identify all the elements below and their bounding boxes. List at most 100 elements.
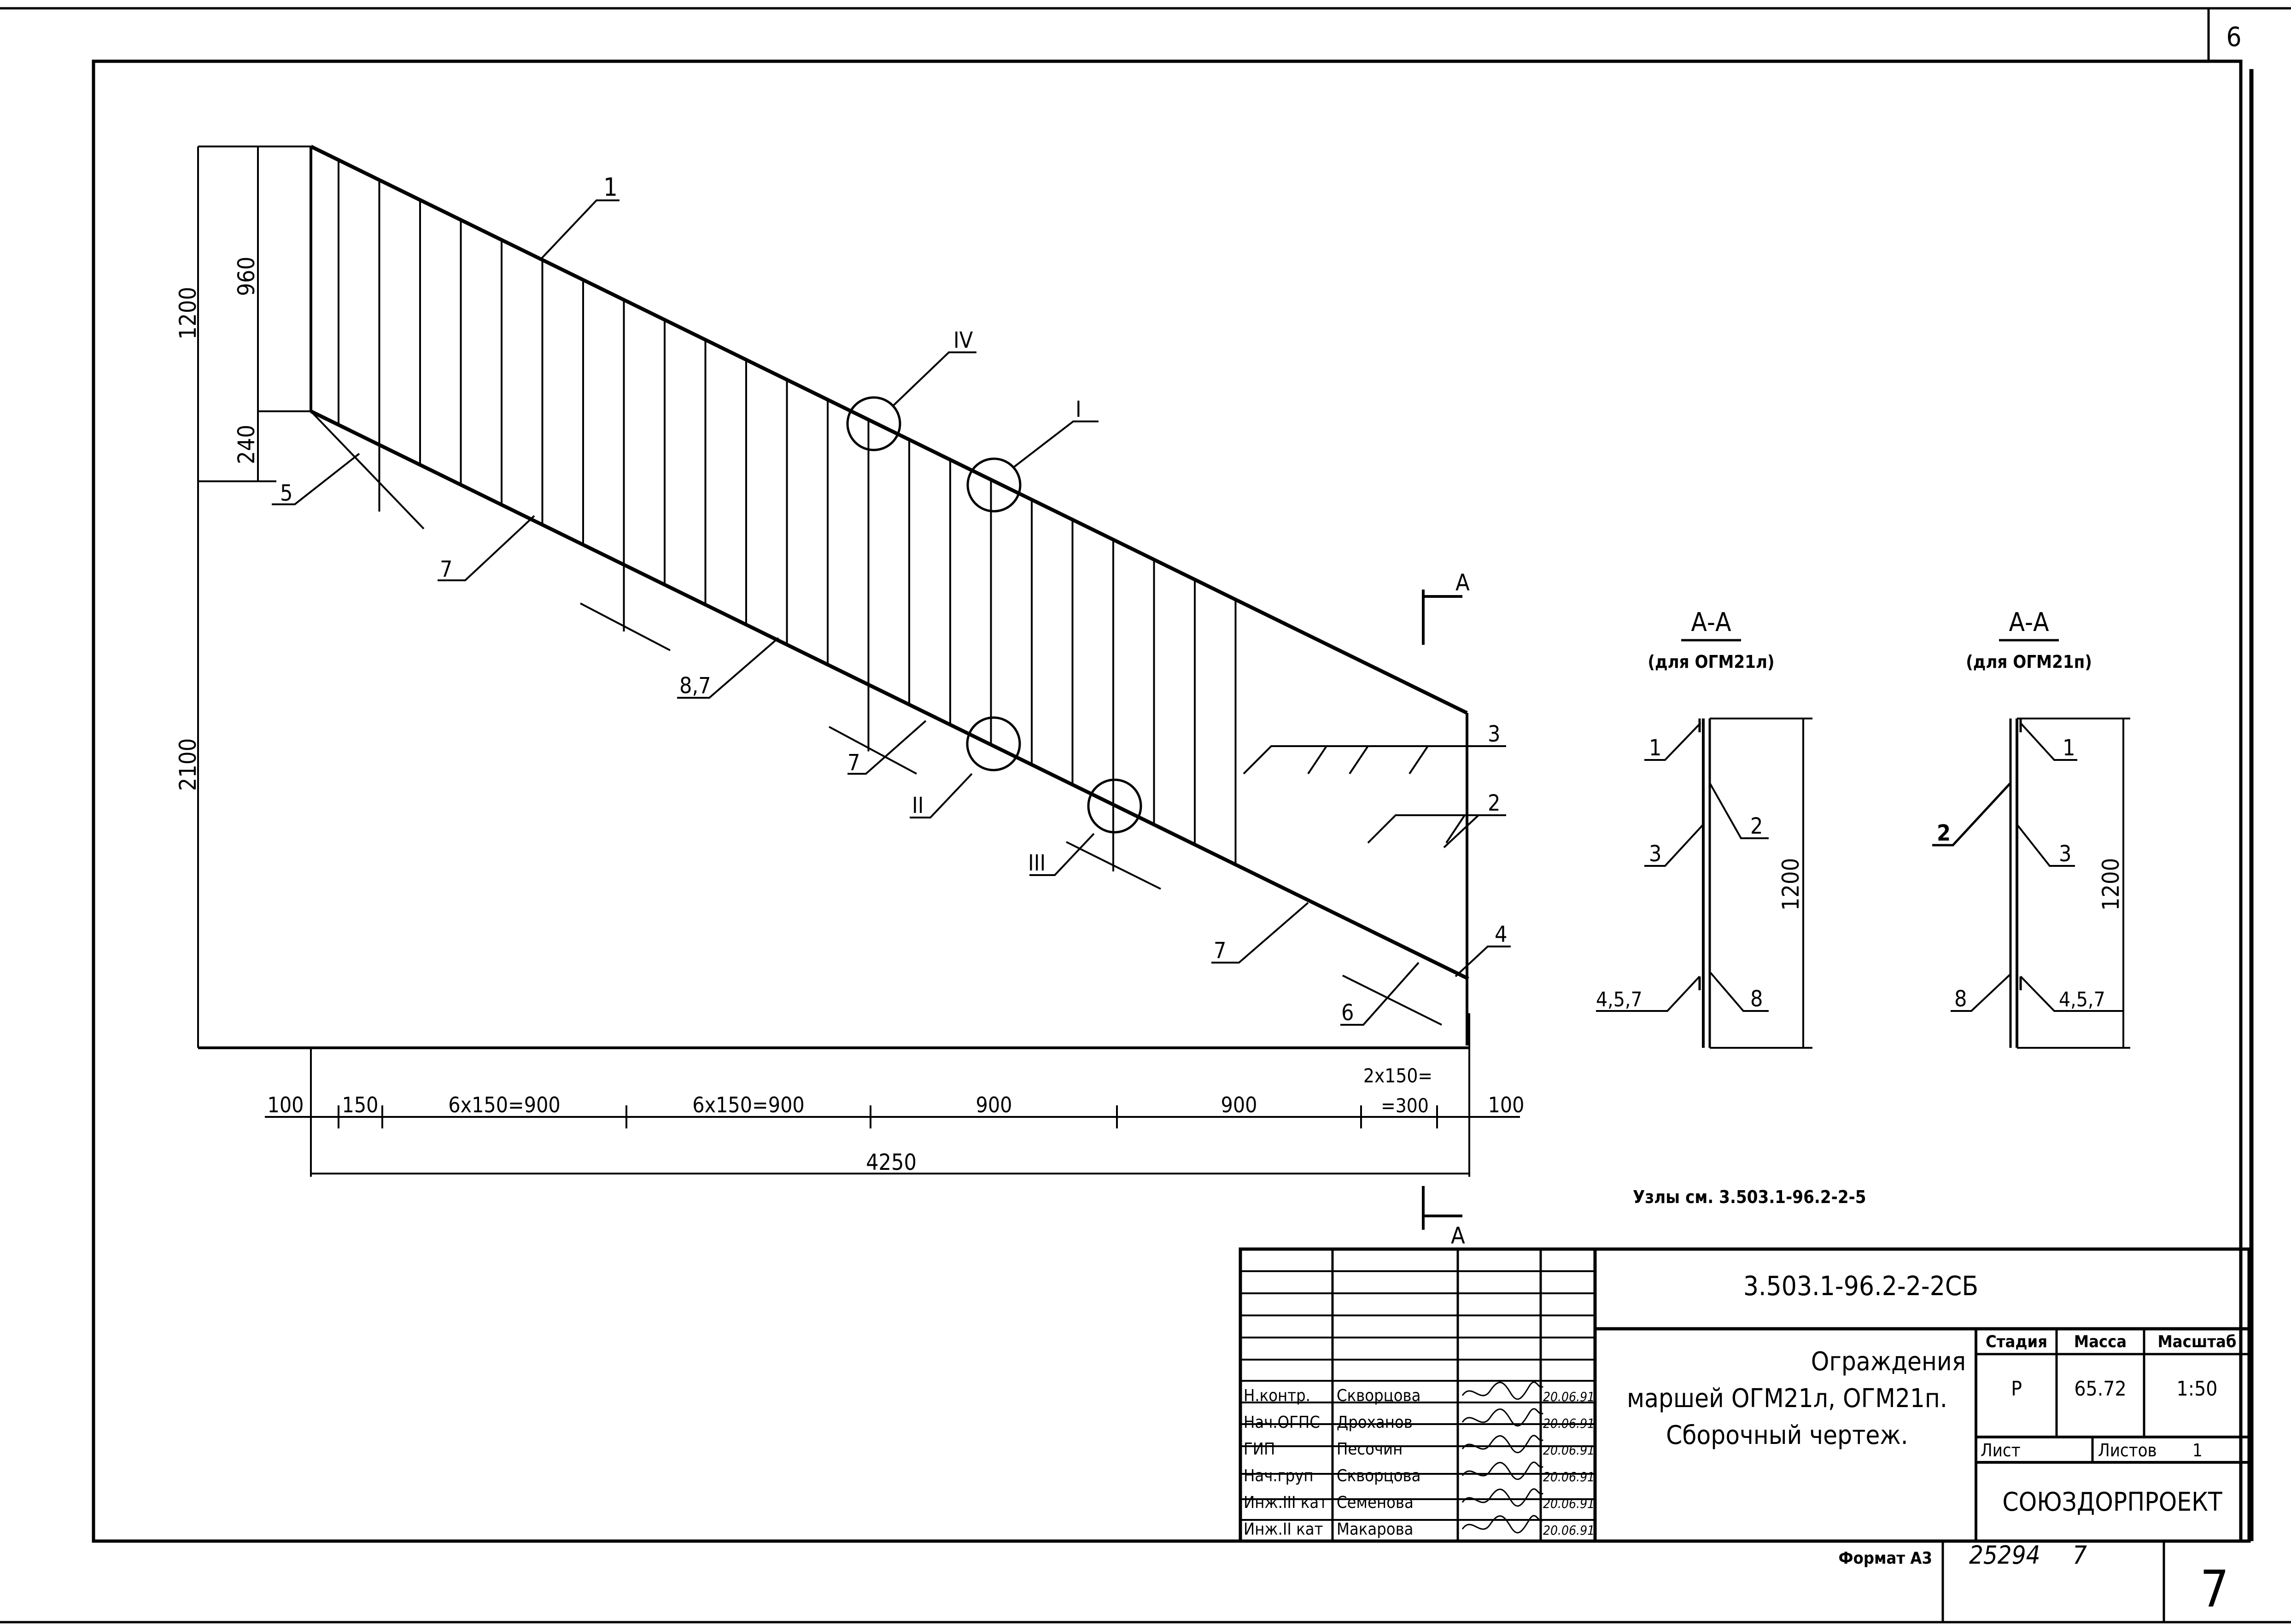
svg-text:4,5,7: 4,5,7 [2059, 988, 2105, 1011]
handwritten-signature [1461, 1408, 1544, 1427]
balusters [338, 160, 1237, 871]
dim-4250: 4250 [866, 1150, 917, 1175]
handwritten-signature [1461, 1515, 1544, 1534]
svg-text:2: 2 [1750, 813, 1763, 839]
svg-text:7: 7 [440, 556, 452, 582]
svg-text:1: 1 [2192, 1440, 2203, 1460]
svg-text:65.72: 65.72 [2074, 1377, 2126, 1401]
svg-text:3: 3 [1649, 841, 1661, 867]
svg-text:6x150=900: 6x150=900 [692, 1092, 804, 1117]
svg-text:Листов: Листов [2098, 1440, 2157, 1460]
callouts: 1 IV I 5 7 8,7 7 II III 7 6 3 2 [272, 173, 1511, 1026]
svg-text:1: 1 [2063, 735, 2075, 761]
signature-date: 20.06.91 [1543, 1416, 1595, 1431]
signature-role: Нач.груп [1244, 1466, 1314, 1485]
section-aa-left: А-А (для ОГМ21л) 1200 1 3 4,5,7 2 8 [1596, 608, 1812, 1049]
section-aa-right: А-А (для ОГМ21п) 1200 2 8 1 3 4,5,7 [1932, 608, 2130, 1049]
svg-text:2x150=: 2x150= [1363, 1064, 1432, 1087]
svg-text:100: 100 [268, 1092, 304, 1117]
format-label: Формат А3 [1838, 1549, 1932, 1568]
signature-name: Дроханов [1337, 1413, 1413, 1432]
svg-text:8: 8 [1954, 986, 1967, 1012]
organization-name: СОЮЗДОРПРОЕКТ [2002, 1487, 2222, 1517]
left-dimensions: 1200 960 240 2100 [175, 146, 311, 1048]
svg-text:8: 8 [1750, 986, 1763, 1012]
signature-date: 20.06.91 [1543, 1389, 1595, 1404]
sheet-number-top: 6 [2226, 21, 2241, 53]
dim-240: 240 [233, 425, 260, 464]
signature-name: Песочин [1337, 1440, 1403, 1459]
svg-text:1: 1 [1649, 735, 1661, 761]
detail-circle-IV [846, 396, 901, 451]
svg-text:4,5,7: 4,5,7 [1596, 988, 1642, 1011]
svg-text:1: 1 [603, 173, 618, 202]
detail-circle-I [966, 457, 1022, 513]
section-right-title: А-А [2009, 608, 2049, 637]
bottom-rail-line [310, 409, 1469, 981]
handrail-line [310, 145, 1468, 715]
section-marker-A: А А [1422, 569, 1470, 1249]
svg-text:А: А [1455, 569, 1470, 596]
svg-text:=300: =300 [1381, 1094, 1429, 1117]
svg-text:900: 900 [1221, 1092, 1257, 1117]
signature-date: 20.06.91 [1543, 1469, 1595, 1484]
svg-text:150: 150 [342, 1092, 379, 1117]
svg-text:4: 4 [1495, 922, 1507, 947]
inventory-suffix: 7 [2073, 1541, 2087, 1570]
svg-text:1200: 1200 [2098, 858, 2124, 911]
section-left-title: А-А [1691, 608, 1731, 637]
svg-text:1200: 1200 [1777, 858, 1804, 911]
section-left-subtitle: (для ОГМ21л) [1648, 652, 1774, 672]
svg-text:5: 5 [280, 480, 292, 506]
detail-circle-III [1087, 778, 1142, 834]
drawing-code: 3.503.1-96.2-2-2СБ [1743, 1270, 1978, 1302]
svg-text:III: III [1028, 850, 1046, 876]
title-line-1: Ограждения [1811, 1347, 1966, 1377]
svg-text:Стадия: Стадия [1986, 1332, 2047, 1351]
svg-text:II: II [912, 793, 923, 818]
svg-text:Р: Р [2011, 1377, 2022, 1401]
svg-text:7: 7 [847, 750, 860, 776]
svg-text:7: 7 [1214, 938, 1226, 964]
brace-lines [1243, 745, 1481, 844]
handwritten-signature [1461, 1435, 1544, 1454]
svg-text:Лист: Лист [1981, 1440, 2021, 1460]
signature-date: 20.06.91 [1543, 1496, 1595, 1511]
svg-text:2: 2 [1488, 790, 1500, 816]
svg-text:1:50: 1:50 [2177, 1377, 2218, 1401]
dim-2100: 2100 [175, 738, 201, 791]
svg-text:6x150=900: 6x150=900 [448, 1092, 560, 1117]
svg-text:Масса: Масса [2074, 1332, 2127, 1351]
svg-text:100: 100 [1488, 1092, 1525, 1117]
dim-1200: 1200 [175, 287, 201, 339]
signature-date: 20.06.91 [1543, 1443, 1595, 1458]
title-line-3: Сборочный чертеж. [1666, 1420, 1908, 1450]
handwritten-signature [1461, 1488, 1544, 1507]
svg-text:2: 2 [1937, 820, 1951, 846]
signature-role: Нач.ОГПС [1244, 1413, 1320, 1432]
detail-circle-II [966, 716, 1021, 771]
signature-name: Макарова [1337, 1520, 1414, 1539]
svg-text:Масштаб: Масштаб [2158, 1332, 2237, 1351]
signature-role: ГИП [1244, 1440, 1275, 1459]
signature-date: 20.06.91 [1543, 1523, 1595, 1538]
nodes-note: Узлы см. 3.503.1-96.2-2-5 [1633, 1187, 1866, 1207]
page-number-bottom: 7 [2200, 1560, 2229, 1618]
dim-960: 960 [233, 257, 260, 296]
svg-text:I: I [1075, 397, 1081, 422]
section-right-subtitle: (для ОГМ21п) [1966, 652, 2092, 672]
title-line-2: маршей ОГМ21л, ОГМ21п. [1627, 1384, 1947, 1414]
svg-text:3: 3 [1488, 721, 1500, 747]
svg-text:IV: IV [953, 327, 973, 353]
svg-text:6: 6 [1341, 1000, 1354, 1026]
svg-text:3: 3 [2059, 841, 2071, 867]
sheet-frame: 6 Формат А3 25294 7 7 [0, 7, 2291, 1624]
signature-name: Скворцова [1337, 1466, 1420, 1485]
signature-role: Н.контр. [1244, 1386, 1310, 1405]
title-block: 3.503.1-96.2-2-2СБ Стадия Масса Масштаб … [1239, 1247, 2251, 1543]
signature-name: Семенова [1337, 1493, 1414, 1512]
signature-role: Инж.II кат [1244, 1520, 1323, 1539]
main-view: 1 IV I 5 7 8,7 7 II III 7 6 3 2 [175, 145, 1525, 1249]
